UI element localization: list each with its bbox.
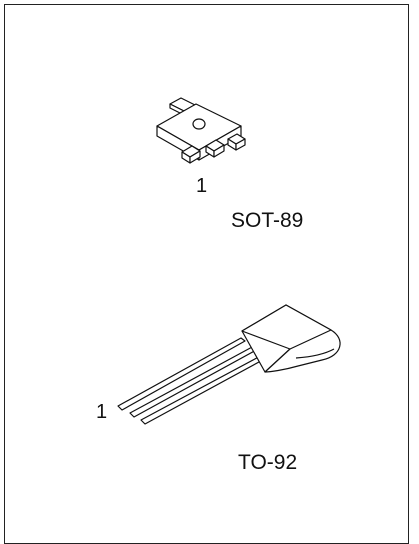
- sot-89-lead-2-front: [213, 144, 225, 158]
- to-92-package-name: TO-92: [238, 451, 298, 474]
- sot-89-package-name: SOT-89: [231, 209, 304, 232]
- to-92-body-shading: [295, 348, 335, 359]
- to-92-lead-2: [129, 345, 259, 418]
- sot-89-lead-1-front: [189, 150, 201, 164]
- sot-89-lead-3-front: [235, 138, 246, 151]
- sot-89-pin1-label: 1: [196, 175, 208, 197]
- to-92-pin1-label: 1: [96, 401, 108, 423]
- to-92-lead-1: [117, 337, 246, 411]
- package-diagram: 1 SOT-89 1 TO-92: [4, 4, 409, 544]
- to-92-drawing: [117, 304, 341, 425]
- to-92-body-top: [241, 304, 332, 350]
- sot-89-pin1-mark: [192, 118, 206, 130]
- sot-89-drawing: [117, 97, 341, 425]
